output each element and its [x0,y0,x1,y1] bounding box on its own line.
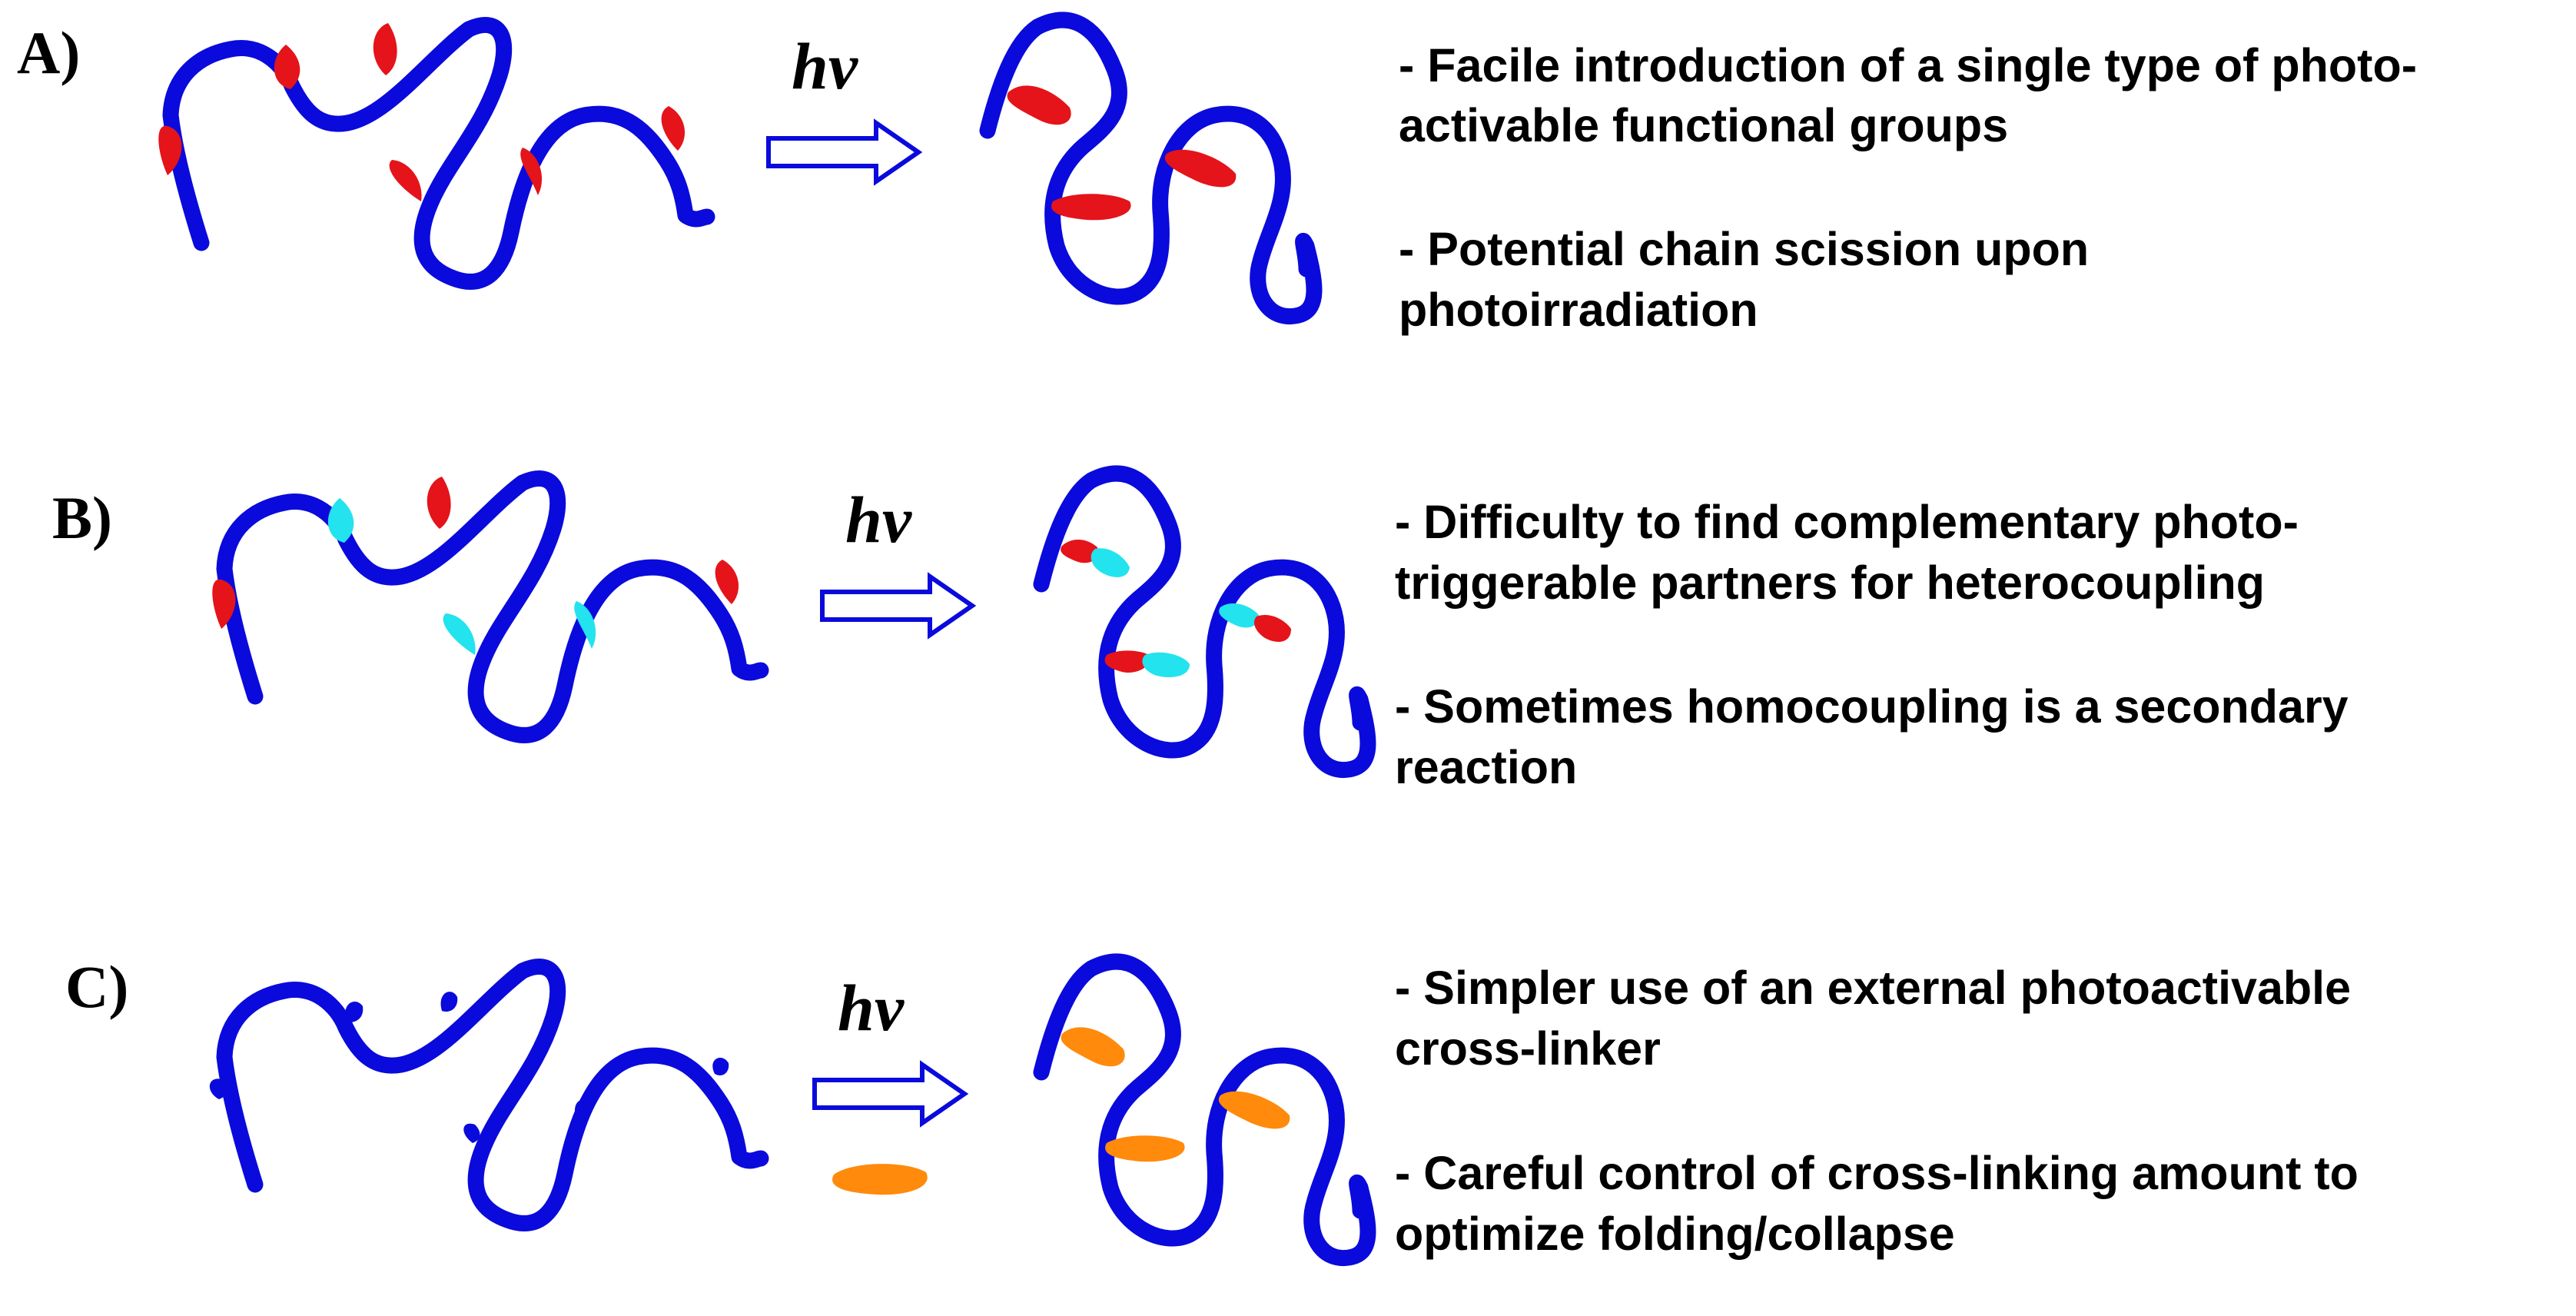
complementary-group [1219,603,1259,628]
photoactivable-group [1061,539,1098,563]
panel-c-reaction-arrow: hv [812,971,969,1128]
panel-c-unfolded-chain [209,959,769,1231]
hollow-arrow-icon [820,572,977,640]
panel-b-label: B) [52,484,112,551]
description-line: - Facile introduction of a single type o… [1399,39,2417,91]
complementary-group [1090,548,1130,577]
panel-c: C) hv [65,953,1376,1266]
photoactivable-group [661,106,685,151]
photoactivable-group [715,560,739,604]
description-line: - Careful control of cross-linking amoun… [1395,1147,2359,1199]
polymer-chain [1033,465,1376,778]
functional-site [574,1099,591,1120]
panel-c-label: C) [65,953,128,1020]
panel-a: A) hv [17,12,1323,324]
polymer-chain [216,470,769,743]
panel-c-description: - Simpler use of an external photoactiva… [1395,962,2359,1260]
hv-label: hv [845,483,912,557]
crosslink-bridge [1061,1027,1125,1067]
photoactivable-group [389,160,422,201]
polymer-chain [216,959,769,1231]
functional-site [440,992,458,1012]
panel-c-folded-chain [1033,953,1376,1266]
panel-a-description: - Facile introduction of a single type o… [1399,39,2417,336]
panel-a-reaction-arrow: hv [766,29,923,186]
description-line: - Sometimes homocoupling is a secondary [1395,680,2349,733]
functional-site [209,1078,229,1099]
functional-site [463,1123,480,1143]
photoactivable-group [1007,85,1071,125]
panel-a-unfolded-chain [158,17,715,290]
crosslink-bridge [1218,1091,1290,1129]
description-line: optimize folding/collapse [1395,1208,1955,1260]
hollow-arrow-icon [766,118,923,186]
description-line: - Potential chain scission upon [1399,223,2089,275]
photoactivable-group [427,477,451,529]
hv-label: hv [792,29,858,103]
crosslink-bridge [1105,1135,1185,1162]
description-line: - Difficulty to find complementary photo… [1395,496,2299,548]
photoactivable-group [274,45,300,89]
polymer-chain [162,17,715,290]
description-line: reaction [1395,741,1577,793]
description-line: activable functional groups [1399,99,2008,151]
complementary-group [443,613,476,655]
polymer-chain [1033,953,1376,1266]
photoactivable-group [1164,149,1237,188]
complementary-group [574,601,596,649]
panel-b: B) hv [52,465,1376,778]
panel-b-description: - Difficulty to find complementary photo… [1395,496,2349,793]
photoactivable-group [158,125,182,175]
panel-b-folded-chain [1033,465,1376,778]
description-line: triggerable partners for heterocoupling [1395,557,2265,609]
hollow-arrow-icon [812,1060,969,1128]
photoactivable-group [1254,614,1291,642]
polymer-chain [979,12,1323,324]
photoactivable-group [212,579,236,629]
description-line: photoirradiation [1399,284,1758,336]
complementary-group [1142,652,1190,678]
panel-b-reaction-arrow: hv [820,483,977,640]
photoactivable-group [373,23,397,75]
panel-a-folded-chain [979,12,1323,324]
photoactivable-group [1104,650,1150,673]
complementary-group [327,498,354,543]
description-line: - Simpler use of an external photoactiva… [1395,962,2351,1014]
functional-site [345,1002,363,1023]
panel-a-label: A) [17,19,80,86]
functional-site [712,1057,729,1076]
panel-b-unfolded-chain [212,470,769,743]
description-line: cross-linker [1395,1022,1661,1075]
external-crosslinker [832,1164,928,1195]
hv-label: hv [838,971,905,1045]
photoactivable-group [520,148,543,195]
photoactivable-group [1051,194,1131,221]
